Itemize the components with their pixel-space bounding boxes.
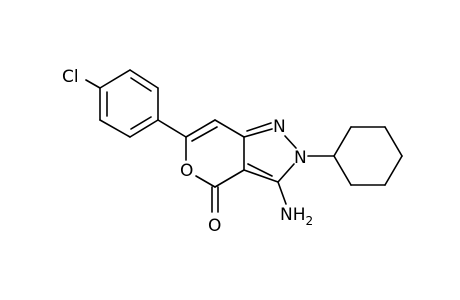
bond-c7a-n1 — [243, 128, 273, 138]
bond-c4-o5 — [195, 175, 216, 188]
bond-cy3-cy4 — [384, 126, 403, 157]
bond-c1-c2 — [99, 69, 131, 89]
ring-oxygen-label: O — [180, 161, 193, 181]
pyrazole-ring — [243, 122, 297, 183]
bond-n1-n2 — [284, 135, 297, 149]
bond-c3-nh2 — [277, 181, 287, 205]
bond-c6-c7 — [185, 119, 216, 138]
bond-c-cl — [85, 79, 101, 89]
double-bond-c7a-n1 — [246, 122, 272, 132]
double-bond-c2-c3 — [130, 77, 152, 92]
bond-cy4-cy5 — [384, 155, 403, 186]
double-bond-c6-c7 — [191, 126, 218, 142]
bond-c2-c3 — [129, 69, 159, 89]
bond-cy1-cy2 — [333, 126, 352, 157]
amine-label: NH2 — [280, 205, 313, 228]
cyclohexyl-ring — [333, 126, 403, 186]
double-bond-c3-c3a — [247, 163, 273, 177]
bond-n2-c3 — [277, 163, 295, 183]
pyrazole-n1-label: N — [273, 117, 286, 137]
bond-cy6-cy1 — [333, 155, 352, 186]
bond-c4-c5 — [129, 119, 159, 138]
pyranone-ring — [185, 119, 245, 213]
bond-c3a-c4 — [214, 169, 245, 188]
chlorine-label: Cl — [62, 67, 79, 87]
double-bond-c4-c5 — [130, 116, 152, 130]
bond-c5-c6 — [99, 119, 131, 138]
bond-c3-c3a — [243, 169, 279, 183]
pyrazole-n2-label: N — [294, 148, 307, 168]
bond-c7-c7a — [214, 119, 245, 138]
amine-nh-text: NH — [280, 205, 306, 225]
amine-subscript: 2 — [306, 214, 314, 228]
chlorophenyl-ring — [99, 69, 159, 138]
bond-aryl-c6 — [157, 119, 187, 138]
carbonyl-oxygen-label: O — [208, 216, 221, 236]
